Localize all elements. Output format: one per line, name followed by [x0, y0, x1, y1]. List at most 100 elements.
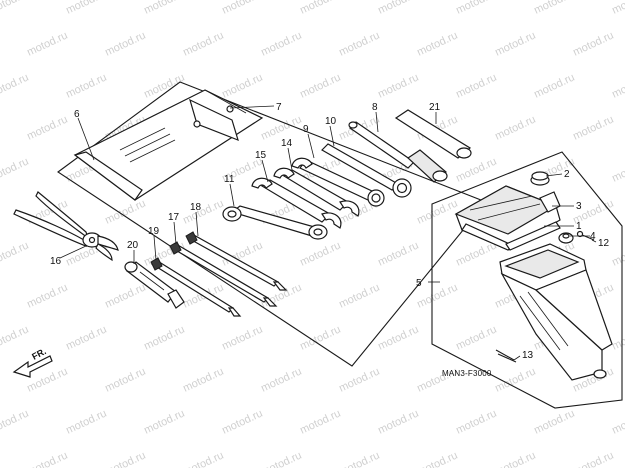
watermark-text: motod.ru [532, 0, 576, 17]
watermark-text: motod.ru [103, 29, 147, 58]
watermark-text: motod.ru [0, 0, 31, 17]
watermark-text: motod.ru [610, 0, 625, 17]
watermark-text: motod.ru [0, 71, 31, 100]
spark-plug-wrench-8 [348, 121, 448, 183]
grommet-4 [558, 232, 574, 244]
watermark-text: motod.ru [220, 407, 264, 436]
front-arrow: FR. [12, 346, 53, 378]
watermark-text: motod.ru [64, 0, 108, 17]
tool-case-lid [454, 185, 561, 251]
watermark-text: motod.ru [415, 29, 459, 58]
watermark-text: motod.ru [532, 407, 576, 436]
watermark-text: motod.ru [337, 281, 381, 310]
watermark-text: motod.ru [181, 365, 225, 394]
watermark-text: motod.ru [220, 71, 264, 100]
watermark-text: motod.ru [610, 239, 625, 268]
watermark-text: motod.ru [337, 449, 381, 468]
open-end-wrench-14 [273, 167, 360, 217]
watermark-text: motod.ru [610, 71, 625, 100]
grip-tube-21 [394, 109, 472, 159]
watermark-text: motod.ru [103, 365, 147, 394]
watermark-text: motod.ru [103, 197, 147, 226]
callout-8: 8 [372, 102, 378, 113]
watermark-text: motod.ru [610, 323, 625, 352]
seal-1 [505, 221, 561, 251]
callout-19: 19 [148, 226, 160, 237]
callout-4: 4 [590, 231, 596, 242]
watermark-text: motod.ru [220, 323, 264, 352]
callout-3: 3 [576, 201, 582, 212]
watermark-text: motod.ru [181, 449, 225, 468]
callout-7: 7 [276, 102, 282, 113]
box-wrench-11 [222, 205, 328, 240]
watermark-text: motod.ru [298, 239, 342, 268]
watermark-text: motod.ru [532, 71, 576, 100]
callout-1: 1 [576, 221, 582, 232]
watermark-text: motod.ru [415, 281, 459, 310]
leader-lines [59, 105, 597, 361]
watermark-text: motod.ru [571, 29, 615, 58]
screwdriver-bit-19 [150, 257, 242, 317]
watermark-text: motod.ru [25, 281, 69, 310]
callout-15: 15 [255, 150, 267, 161]
watermark-text: motod.ru [25, 29, 69, 58]
callout-6: 6 [74, 109, 80, 120]
watermark-text: motod.ru [376, 0, 420, 17]
watermark-text: motod.ru [454, 407, 498, 436]
watermark-text: motod.ru [298, 0, 342, 17]
callout-10: 10 [325, 116, 337, 127]
watermark-text: motod.ru [298, 323, 342, 352]
callout-9: 9 [303, 124, 309, 135]
watermark-text: motod.ru [25, 113, 69, 142]
watermark-text: motod.ru [571, 449, 615, 468]
watermark-text: motod.ru [454, 0, 498, 17]
watermark-text: motod.ru [337, 365, 381, 394]
combination-wrench-9 [291, 157, 385, 207]
watermark-text: motod.ru [454, 239, 498, 268]
grommet-2 [530, 171, 550, 186]
callout-20: 20 [127, 240, 139, 251]
callout-5: 5 [416, 278, 422, 289]
watermark-text: motod.ru [142, 407, 186, 436]
watermark-text: motod.ru [0, 323, 31, 352]
callout-13: 13 [522, 350, 534, 361]
watermark-text: motod.ru [376, 407, 420, 436]
watermark-text: motod.ru [571, 113, 615, 142]
watermark-text: motod.ru [298, 407, 342, 436]
screwdriver-handle [124, 261, 185, 309]
screw-12 [576, 230, 595, 241]
callout-21: 21 [429, 102, 441, 113]
callout-18: 18 [190, 202, 202, 213]
watermark-text: motod.ru [142, 71, 186, 100]
watermark-text: motod.ru [220, 0, 264, 17]
watermark-text: motod.ru [181, 197, 225, 226]
callout-11: 11 [224, 174, 235, 185]
watermark-text: motod.ru [415, 449, 459, 468]
watermark-text: motod.ru [259, 449, 303, 468]
watermark-text: motod.ru [376, 239, 420, 268]
watermark-text: motod.ru [493, 29, 537, 58]
tool-case-box [499, 243, 613, 381]
callout-17: 17 [168, 212, 180, 223]
watermark-text: motod.ru [493, 365, 537, 394]
watermark-text: motod.ru [142, 0, 186, 17]
watermark-text: motod.ru [454, 323, 498, 352]
screwdriver-bit-17 [169, 241, 278, 307]
watermark-text: motod.ru [142, 323, 186, 352]
watermark-text: motod.ru [181, 29, 225, 58]
watermark-text: motod.ru [376, 71, 420, 100]
watermark-text: motod.ru [298, 71, 342, 100]
spanner-bar-10 [321, 143, 412, 198]
diagram-code: MAN3-F3000 [442, 369, 492, 378]
screwdriver-bit-18 [185, 231, 288, 291]
callout-12: 12 [598, 238, 610, 249]
watermark-text: motod.ru [103, 449, 147, 468]
watermark-text: motod.ru [64, 323, 108, 352]
callout-2: 2 [564, 169, 570, 180]
watermark-text: motod.ru [454, 71, 498, 100]
watermark-text: motod.ru [493, 113, 537, 142]
pin-13 [495, 349, 517, 363]
watermark-text: motod.ru [337, 29, 381, 58]
watermark-text: motod.ru [64, 71, 108, 100]
